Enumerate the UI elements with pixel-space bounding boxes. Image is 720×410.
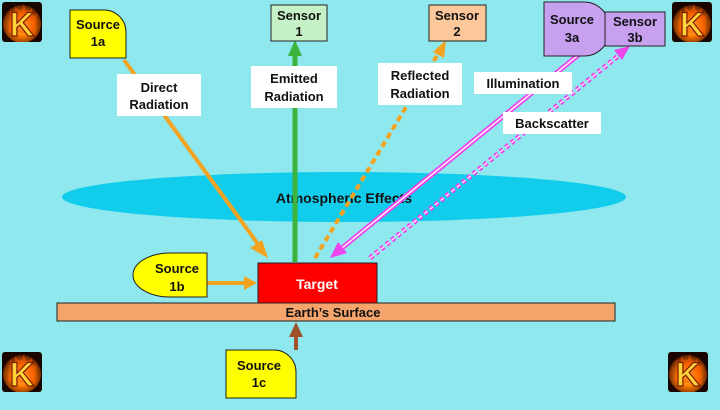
source-1c-line1: Source: [237, 358, 281, 373]
sensor-3b: Sensor 3b: [604, 11, 666, 47]
source-1a-line2: 1a: [91, 34, 106, 49]
sensor-1-line1: Sensor: [277, 8, 321, 23]
logo-letter: K: [676, 356, 701, 394]
earth-surface: Earth’s Surface: [56, 302, 616, 322]
target: Target: [257, 262, 378, 304]
atmosphere: Atmospheric Effects: [62, 172, 626, 222]
source-1b: Source 1b: [132, 252, 208, 298]
logo-letter: K: [10, 6, 35, 44]
sensor-3b-line1: Sensor: [613, 14, 657, 29]
logo-bottom-right: K: [668, 352, 708, 395]
svg-text:Backscatter: Backscatter: [515, 116, 589, 131]
target-label: Target: [296, 276, 338, 292]
sensor-3b-line2: 3b: [627, 30, 642, 45]
source-1b-arrow: [207, 276, 257, 290]
logo-letter: K: [680, 6, 705, 44]
earth-surface-label: Earth’s Surface: [286, 305, 381, 320]
svg-text:Direct: Direct: [141, 80, 179, 95]
illumination-label: Illumination: [474, 72, 572, 94]
sensor-1-line2: 1: [295, 24, 302, 39]
source-3a-line2: 3a: [565, 30, 580, 45]
sensor-2: Sensor 2: [428, 4, 487, 42]
logo-letter: K: [10, 356, 35, 394]
source-1b-line1: Source: [155, 261, 199, 276]
reflected-radiation-label: Reflected Radiation: [378, 63, 462, 105]
svg-text:Radiation: Radiation: [390, 86, 449, 101]
source-1b-line2: 1b: [169, 279, 184, 294]
source-3a: Source 3a: [543, 1, 611, 57]
reflected-radiation-arrow: [313, 40, 446, 260]
logo-top-right: K: [672, 2, 712, 45]
source-1c-arrow: [289, 322, 303, 350]
emitted-radiation-label: Emitted Radiation: [251, 66, 337, 108]
source-3a-line1: Source: [550, 12, 594, 27]
source-1c: Source 1c: [225, 349, 297, 399]
direct-radiation-label: Direct Radiation: [117, 74, 201, 116]
source-1a: Source 1a: [69, 9, 127, 59]
sensor-2-line2: 2: [453, 24, 460, 39]
source-1c-line2: 1c: [252, 375, 266, 390]
source-1a-line1: Source: [76, 17, 120, 32]
sensor-1: Sensor 1: [270, 4, 328, 42]
atmosphere-label: Atmospheric Effects: [276, 190, 412, 206]
svg-text:Radiation: Radiation: [129, 97, 188, 112]
backscatter-label: Backscatter: [503, 112, 601, 134]
sensor-2-line1: Sensor: [435, 8, 479, 23]
logo-bottom-left: K: [2, 352, 42, 395]
logo-top-left: K: [2, 2, 42, 45]
svg-text:Radiation: Radiation: [264, 89, 323, 104]
svg-text:Illumination: Illumination: [487, 76, 560, 91]
svg-text:Reflected: Reflected: [391, 68, 450, 83]
svg-text:Emitted: Emitted: [270, 71, 318, 86]
backscatter-arrow: [368, 46, 630, 260]
